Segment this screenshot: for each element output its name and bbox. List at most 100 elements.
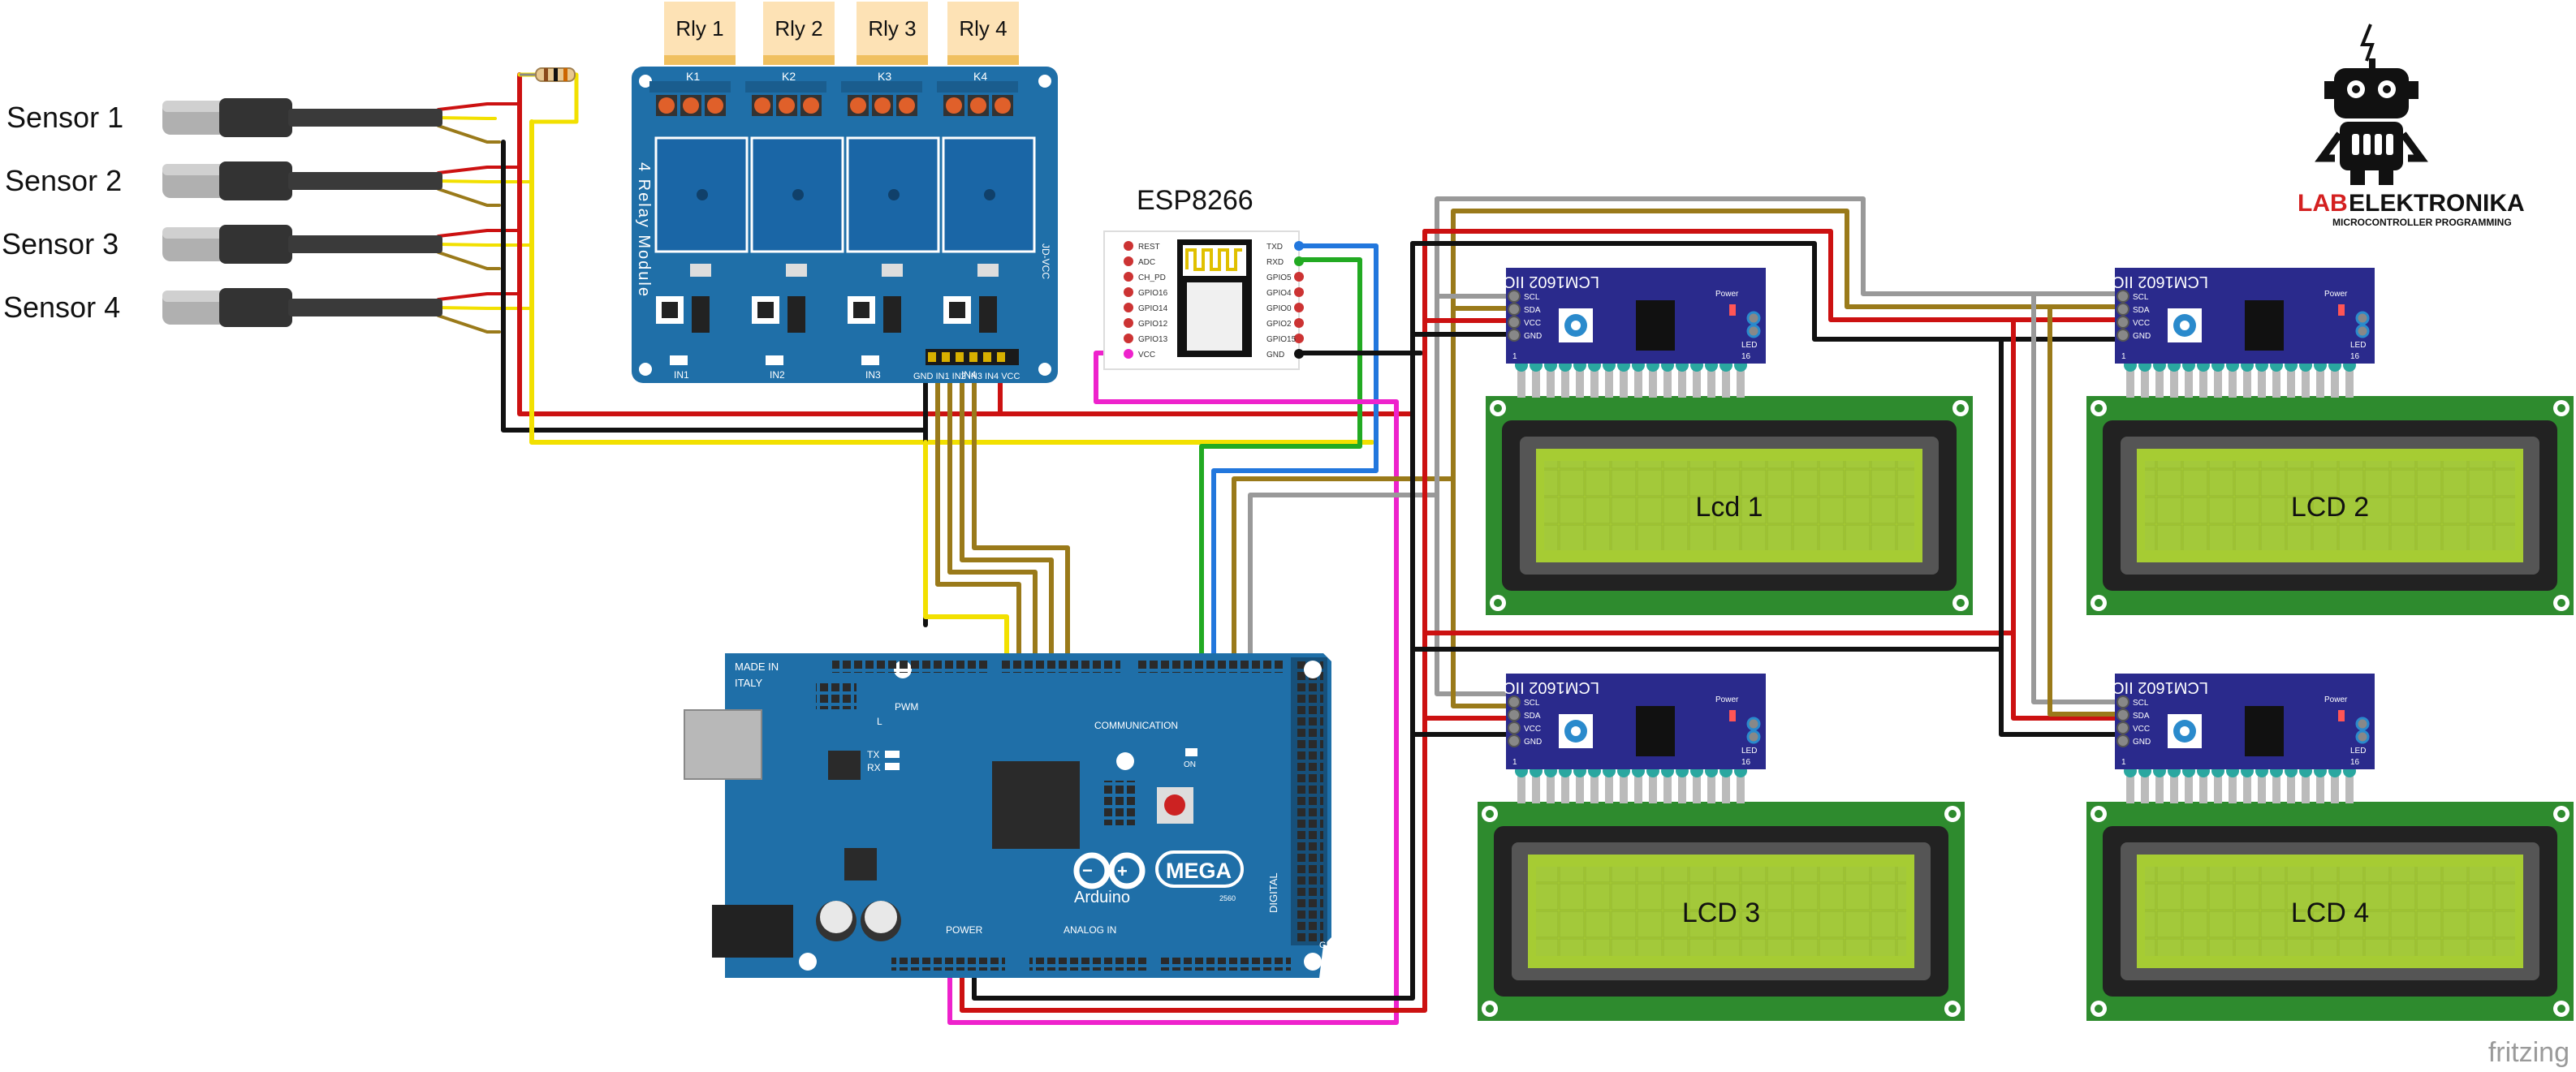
relay-channel-1: K1 (686, 70, 700, 83)
lcd-i2c-pin-1-0: GND (1524, 332, 1542, 341)
logo-word1: LAB (2298, 190, 2348, 217)
lcd-pin1-2: 1 (2121, 352, 2126, 361)
arduino-on: ON (1184, 760, 1196, 769)
relay-module-name: 4 Relay Module (635, 162, 653, 298)
arduino-brand: Arduino (1074, 889, 1130, 906)
arduino-mega: − + MEGA Arduino 2560 MADE IN ITALY COMM… (684, 653, 1340, 978)
temp-sensor-2 (162, 161, 442, 200)
relay-pins-label: GND IN1 IN2 IN3 IN4 VCC (913, 372, 1020, 381)
arduino-digital: DIGITAL (1267, 872, 1279, 913)
relay-channel-4: K4 (973, 70, 987, 83)
esp-left-pin-3: GPIO16 (1138, 289, 1168, 298)
sensor-label-4: Sensor 4 (3, 291, 121, 324)
lcd-pin16-2: 16 (2350, 352, 2360, 361)
relay-tab-1: Rly 1 (664, 2, 736, 65)
temperature-sensors (162, 98, 442, 327)
relay-channel-2: K2 (782, 70, 796, 83)
relay-input-4: IN4 (961, 369, 977, 381)
lcd-name-4: LCD 4 (2291, 898, 2369, 928)
wiring (437, 72, 2125, 1025)
lcd-i2c-pin-4-1: VCC (2133, 725, 2150, 734)
relay-input-2: IN2 (770, 369, 785, 381)
esp-left-pin-0: REST (1138, 243, 1160, 252)
esp-right-pin-0: TXD (1266, 243, 1283, 252)
arduino-model: MEGA (1166, 859, 1232, 883)
esp-right-pin-4: GPIO0 (1266, 304, 1292, 313)
lcd-module-label-4: LCM1602 IIC (2112, 678, 2208, 696)
lcd-pin1-3: 1 (1512, 758, 1517, 767)
esp8266-module: RESTADCCH_PDGPIO16GPIO14GPIO12GPIO13VCCT… (1103, 230, 1304, 370)
svg-text:+: + (1117, 861, 1128, 881)
logo-tagline: MICROCONTROLLER PROGRAMMING (2332, 217, 2512, 228)
lcd-pin16-4: 16 (2350, 758, 2360, 767)
lcd-i2c-pin-2-3: SCL (2133, 293, 2149, 302)
relay-channel-3: K3 (878, 70, 891, 83)
lcd-name-3: LCD 3 (1682, 898, 1760, 928)
arduino-rx: RX (867, 762, 881, 773)
lcd-pin16-3: 16 (1741, 758, 1751, 767)
esp-left-pin-4: GPIO14 (1138, 304, 1168, 313)
esp-right-pin-6: GPIO15 (1266, 335, 1297, 344)
temp-sensor-3 (162, 225, 442, 264)
relay-label-1: Rly 1 (675, 16, 723, 41)
lcd-i2c-pin-1-2: SDA (1524, 306, 1541, 315)
relay-label-3: Rly 3 (868, 16, 916, 41)
arduino-communication: COMMUNICATION (1094, 720, 1178, 731)
arduino-power: POWER (946, 924, 983, 936)
relay-label-4: Rly 4 (959, 16, 1007, 41)
lcd-i2c-pin-4-0: GND (2133, 738, 2151, 747)
esp-left-pin-2: CH_PD (1138, 273, 1166, 282)
esp-left-pin-5: GPIO12 (1138, 320, 1168, 329)
lcd-i2c-pin-2-1: VCC (2133, 319, 2150, 328)
lab-elektronika-logo: LAB ELEKTRONIKA MICROCONTROLLER PROGRAMM… (2298, 24, 2525, 228)
lcd-i2c-pin-4-3: SCL (2133, 699, 2149, 708)
relay-tab-3: Rly 3 (857, 2, 928, 65)
relay-input-1: IN1 (674, 369, 689, 381)
arduino-tx: TX (867, 749, 879, 760)
lcd-i2c-pin-3-3: SCL (1524, 699, 1540, 708)
arduino-gnd: GND (1319, 941, 1340, 950)
lcd-i2c-pin-1-3: SCL (1524, 293, 1540, 302)
arduino-made-in: MADE IN (735, 661, 779, 673)
lcd-i2c-pin-4-2: SDA (2133, 712, 2150, 721)
sensor-label-3: Sensor 3 (2, 227, 119, 260)
lcd-i2c-pin-3-2: SDA (1524, 712, 1541, 721)
lcd-module-label-3: LCM1602 IIC (1504, 678, 1599, 696)
lcd-pin1-4: 1 (2121, 758, 2126, 767)
relay-input-3: IN3 (865, 369, 881, 381)
lcd-pin1-1: 1 (1512, 352, 1517, 361)
lcd-module-label-2: LCM1602 IIC (2112, 273, 2208, 291)
arduino-analog: ANALOG IN (1064, 924, 1116, 936)
esp-right-pin-5: GPIO2 (1266, 320, 1292, 329)
arduino-suffix: 2560 (1219, 894, 1236, 902)
robot-icon (2315, 24, 2428, 185)
logo-word2: ELEKTRONIKA (2349, 190, 2525, 217)
relay-tab-2: Rly 2 (763, 2, 835, 65)
lcd-name-1: Lcd 1 (1695, 492, 1763, 523)
temp-sensor-1 (162, 98, 442, 137)
lcd-i2c-pin-3-1: VCC (1524, 725, 1541, 734)
lcd-i2c-pin-3-0: GND (1524, 738, 1542, 747)
lcd-i2c-pin-2-0: GND (2133, 332, 2151, 341)
lcd-i2c-pin-2-2: SDA (2133, 306, 2150, 315)
pullup-resistor (520, 67, 576, 82)
temp-sensor-4 (162, 288, 442, 327)
lcd-i2c-pin-1-1: VCC (1524, 319, 1541, 328)
sensor-label-1: Sensor 1 (6, 101, 124, 134)
lcd-pin16-1: 16 (1741, 352, 1751, 361)
relay-label-2: Rly 2 (775, 16, 822, 41)
lcd-power-2: Power (2324, 290, 2348, 299)
esp-left-pin-7: VCC (1138, 351, 1155, 359)
svg-text:−: − (1082, 860, 1093, 880)
relay-tab-4: Rly 4 (947, 2, 1019, 65)
arduino-country: ITALY (735, 677, 763, 689)
lcd-led-4: LED (2350, 747, 2366, 756)
lcd-led-1: LED (1741, 341, 1757, 350)
esp-right-pin-1: RXD (1266, 258, 1284, 267)
